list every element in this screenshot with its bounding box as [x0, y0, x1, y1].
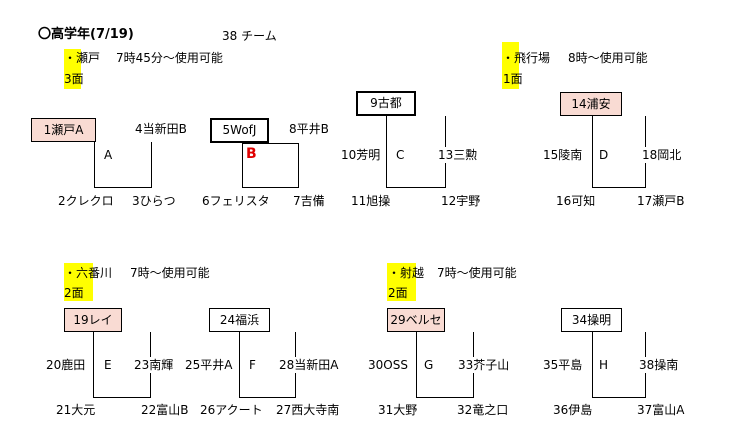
team-h-tr: 38操南	[639, 357, 679, 373]
venue-highlight	[64, 263, 93, 301]
team-c-bl: 11旭操	[351, 194, 391, 208]
venue-hikoujou-name: ・飛行場	[502, 51, 551, 65]
venue-ikoshi-time: 7時～使用可能	[437, 266, 517, 280]
venue-highlight	[64, 49, 81, 89]
team-d-tl: 15陵南	[543, 147, 583, 163]
seed-team-b: 5WofJ	[210, 118, 269, 143]
group-letter-b: B	[246, 146, 257, 162]
seed-team-h: 34操明	[561, 308, 622, 332]
venue-seto-time: 7時45分～使用可能	[116, 51, 223, 65]
bracket-g	[416, 370, 474, 398]
seed-team-a: 1瀬戸A	[31, 118, 96, 142]
bracket-a	[94, 142, 152, 188]
team-h-br: 37富山A	[637, 403, 685, 417]
team-f-bl: 26アクート	[200, 403, 263, 417]
team-a-bl: 2クレクロ	[58, 194, 114, 208]
team-h-tl: 35平島	[543, 357, 583, 373]
team-a-br: 3ひらつ	[132, 194, 176, 208]
team-c-br: 12宇野	[441, 194, 481, 208]
venue-seto-name: ・瀬戸	[64, 51, 101, 65]
team-c-tr: 13三勲	[438, 147, 478, 163]
team-a-tr: 4当新田B	[135, 122, 187, 136]
seed-team-c: 9古都	[356, 91, 416, 116]
team-e-br: 22富山B	[141, 403, 189, 417]
venue-highlight	[502, 42, 519, 89]
venue-rokubangawa-time: 7時～使用可能	[130, 266, 210, 280]
team-f-tl: 25平井A	[185, 357, 233, 373]
group-letter-h: H	[599, 358, 609, 372]
team-b-bl: 6フェリスタ	[202, 194, 270, 208]
group-letter-e: E	[104, 358, 112, 372]
team-d-bl: 16可知	[556, 194, 596, 208]
team-f-tr: 28当新田A	[279, 357, 339, 373]
team-f-br: 27西大寺南	[276, 403, 340, 417]
group-letter-c: C	[396, 148, 405, 162]
team-g-tr: 33芥子山	[458, 357, 510, 373]
group-letter-d: D	[599, 148, 609, 162]
bracket-b	[242, 143, 299, 188]
venue-seto-courts: 3面	[64, 72, 84, 86]
team-e-tl: 20鹿田	[46, 357, 86, 373]
group-letter-f: F	[249, 358, 256, 372]
bracket-d	[592, 164, 646, 188]
seed-team-e: 19レイ	[64, 308, 122, 332]
bracket-f	[239, 370, 296, 398]
seed-team-d: 14浦安	[560, 92, 622, 116]
venue-hikoujou-time: 8時～使用可能	[568, 51, 648, 65]
venue-ikoshi-courts: 2面	[388, 286, 408, 300]
venue-rokubangawa-courts: 2面	[64, 286, 84, 300]
page-title: 〇高学年(7/19)	[38, 27, 134, 42]
venue-hikoujou-courts: 1面	[503, 72, 523, 86]
venue-highlight	[387, 263, 416, 301]
group-letter-g: G	[424, 358, 434, 372]
team-g-br: 32竜之口	[457, 403, 509, 417]
seed-team-f: 24福浜	[209, 308, 270, 332]
team-e-tr: 23南輝	[134, 357, 174, 373]
team-g-bl: 31大野	[378, 403, 418, 417]
team-d-tr: 18岡北	[642, 147, 682, 163]
bracket-c	[386, 164, 446, 188]
bracket-e	[93, 370, 151, 398]
venue-ikoshi-name: ・射越	[388, 266, 425, 280]
team-e-bl: 21大元	[56, 403, 96, 417]
seed-team-g: 29ベルセ	[387, 308, 445, 332]
team-d-br: 17瀬戸B	[637, 194, 685, 208]
team-h-bl: 36伊島	[553, 403, 593, 417]
venue-rokubangawa-name: ・六番川	[64, 266, 113, 280]
team-b-br: 7吉備	[293, 194, 325, 208]
bracket-h	[592, 370, 646, 398]
team-count: 38 チーム	[222, 29, 277, 43]
team-c-tl: 10芳明	[341, 147, 381, 163]
group-letter-a: A	[104, 148, 113, 162]
team-g-tl: 30OSS	[368, 357, 408, 373]
team-b-tr: 8平井B	[289, 122, 329, 136]
